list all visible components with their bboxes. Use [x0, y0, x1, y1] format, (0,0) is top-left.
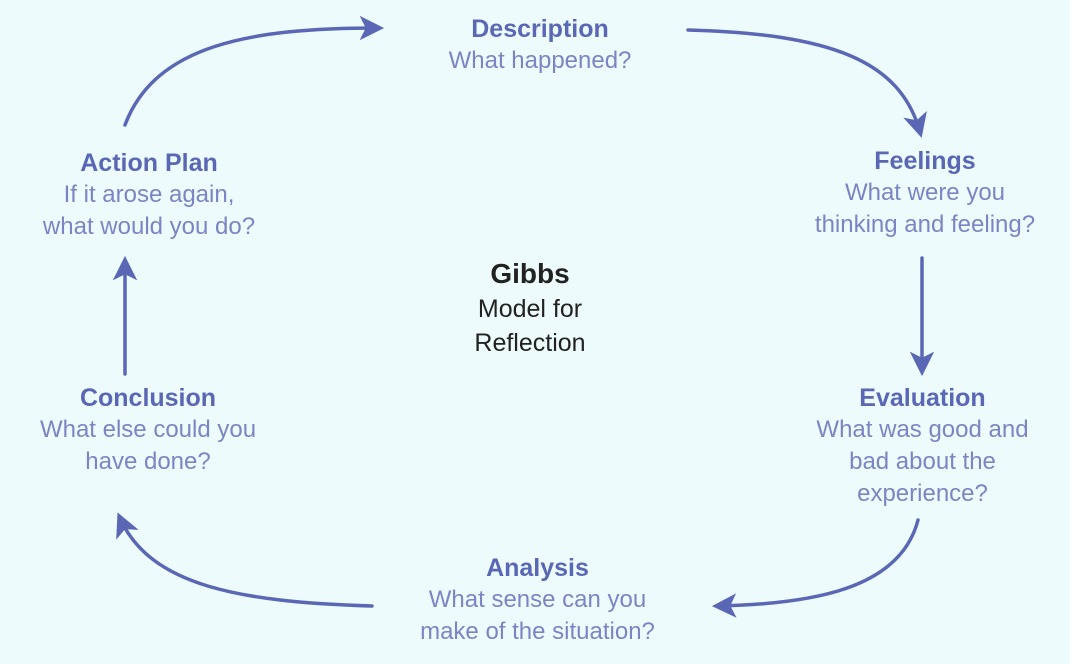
stage-evaluation-title: Evaluation	[859, 384, 986, 412]
arrow-analysis-to-conclusion	[116, 512, 374, 608]
stage-feelings-title: Feelings	[874, 147, 976, 175]
model-title-sub-2: Reflection	[474, 329, 586, 357]
stage-action-plan-title: Action Plan	[80, 149, 218, 177]
stage-analysis: Analysis What sense can you make of the …	[385, 552, 690, 648]
model-title-sub-1: Model for	[477, 295, 583, 323]
stage-evaluation-question-1: What was good and	[816, 416, 1029, 443]
stage-conclusion-question-1: What else could you	[39, 416, 257, 443]
stage-feelings-question-1: What were you	[844, 179, 1006, 206]
model-title-main: Gibbs	[490, 258, 570, 289]
arrow-evaluation-to-analysis	[711, 518, 920, 618]
stage-action-plan: Action Plan If it arose again, what woul…	[0, 147, 298, 243]
stage-feelings-question-2: thinking and feeling?	[814, 211, 1036, 238]
stage-evaluation: Evaluation What was good and bad about t…	[775, 382, 1070, 510]
stage-description-title: Description	[471, 15, 609, 43]
stage-action-plan-question-1: If it arose again,	[63, 181, 235, 208]
stage-conclusion-question-2: have done?	[85, 448, 211, 475]
stage-action-plan-question-2: what would you do?	[42, 213, 256, 240]
model-title: Gibbs Model for Reflection	[430, 256, 630, 360]
arrow-action-plan-to-description	[123, 15, 385, 127]
stage-evaluation-question-3: experience?	[857, 480, 988, 507]
arrow-description-to-feelings	[686, 28, 927, 138]
stage-conclusion: Conclusion What else could you have done…	[0, 382, 296, 478]
stage-description: Description What happened?	[390, 13, 690, 77]
stage-analysis-title: Analysis	[486, 554, 589, 582]
stage-evaluation-question-2: bad about the	[849, 448, 996, 475]
stage-description-question-1: What happened?	[448, 47, 632, 74]
stage-analysis-question-1: What sense can you	[428, 586, 647, 613]
stage-feelings: Feelings What were you thinking and feel…	[775, 145, 1074, 241]
stage-conclusion-title: Conclusion	[79, 384, 217, 412]
stage-analysis-question-2: make of the situation?	[420, 618, 655, 645]
